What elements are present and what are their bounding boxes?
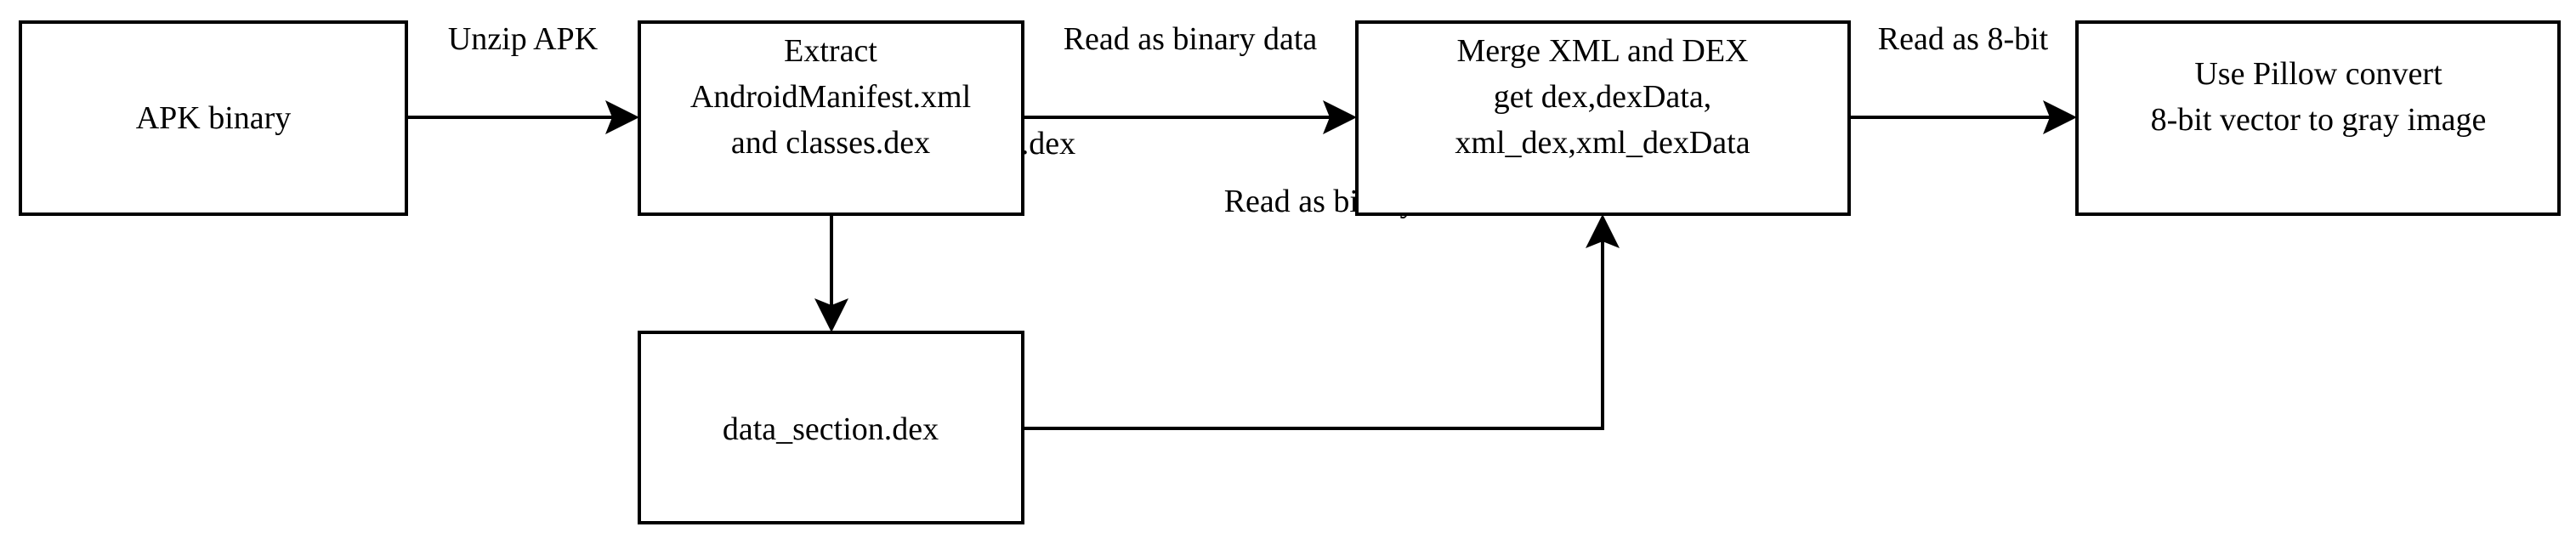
edge-unzip-apk-arrowhead bbox=[605, 100, 639, 134]
edge-unzip-apk-label: Unzip APK bbox=[448, 21, 599, 57]
node-apk-binary-box[interactable] bbox=[19, 20, 408, 216]
edge-read-binary-1-label: Read as binary data bbox=[1064, 21, 1318, 57]
edge-read-8bit-label: Read as 8-bit bbox=[1878, 21, 2049, 57]
edge-read-binary-2: Read as binary data bbox=[1023, 184, 1620, 430]
node-data-section-dex[interactable]: data_section.dex bbox=[638, 331, 1024, 524]
node-pillow-convert-box[interactable] bbox=[2075, 20, 2561, 216]
node-merge-xml-dex-box[interactable] bbox=[1355, 20, 1851, 216]
edge-parser-classes-dex-arrowhead bbox=[814, 298, 848, 332]
edge-unzip-apk: Unzip APK bbox=[406, 21, 639, 134]
edge-read-binary-1: Read as binary data bbox=[1023, 21, 1357, 134]
node-data-section-dex-box[interactable] bbox=[638, 331, 1024, 524]
edge-read-8bit: Read as 8-bit bbox=[1849, 21, 2077, 134]
node-merge-xml-dex-line-0: Merge XML and DEX bbox=[1457, 33, 1749, 69]
edge-read-binary-2-line bbox=[1023, 230, 1604, 430]
node-merge-xml-dex-line-1: get dex,dexData, bbox=[1494, 79, 1711, 115]
node-merge-xml-dex[interactable]: Merge XML and DEX get dex,dexData, xml_d… bbox=[1355, 20, 1851, 216]
node-merge-xml-dex-line-2: xml_dex,xml_dexData bbox=[1455, 125, 1750, 161]
edge-read-binary-2-arrowhead bbox=[1586, 214, 1620, 248]
node-extract-manifest-box[interactable] bbox=[638, 20, 1024, 216]
node-extract-manifest-line-1: AndroidManifest.xml bbox=[690, 79, 971, 115]
node-apk-binary[interactable]: APK binary bbox=[19, 20, 408, 216]
node-extract-manifest[interactable]: Extract AndroidManifest.xml and classes.… bbox=[638, 20, 1024, 216]
node-pillow-convert-line-1: 8-bit vector to gray image bbox=[2151, 102, 2487, 138]
node-pillow-convert[interactable]: Use Pillow convert 8-bit vector to gray … bbox=[2075, 20, 2561, 216]
edge-read-8bit-arrowhead bbox=[2043, 100, 2077, 134]
node-data-section-dex-line-0: data_section.dex bbox=[723, 411, 939, 447]
node-extract-manifest-line-0: Extract bbox=[784, 33, 877, 69]
edge-read-binary-1-arrowhead bbox=[1323, 100, 1357, 134]
node-extract-manifest-line-2: and classes.dex bbox=[731, 125, 930, 161]
node-apk-binary-line-0: APK binary bbox=[136, 100, 292, 136]
node-pillow-convert-line-0: Use Pillow convert bbox=[2194, 56, 2443, 92]
